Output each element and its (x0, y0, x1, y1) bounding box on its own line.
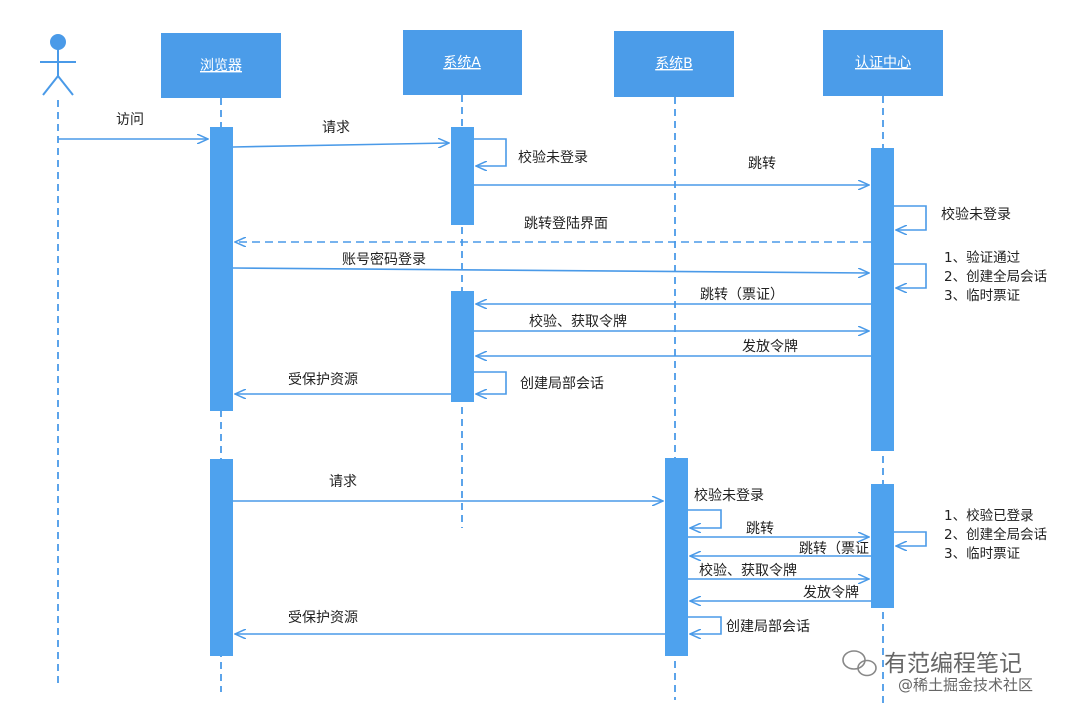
activation-auth-center-1 (871, 148, 894, 451)
arrow-self-check-b (688, 509, 722, 528)
label-protected-resource-2: 受保护资源 (288, 610, 358, 626)
label-redirect-ticket-1: 跳转（票证） (700, 287, 784, 303)
participant-system-a: 系统A (403, 30, 522, 95)
participant-browser-label: 浏览器 (200, 58, 242, 74)
label-verify-get-token-2: 校验、获取令牌 (699, 562, 797, 579)
label-redirect-1: 跳转 (748, 156, 776, 172)
participant-system-b-label: 系统B (655, 56, 693, 72)
label-protected-resource-1: 受保护资源 (288, 372, 358, 388)
wechat-icon (842, 650, 877, 677)
activation-system-b (665, 458, 688, 656)
watermark-title: 有范编程笔记 (884, 651, 1022, 677)
watermark-subtitle: @稀土掘金技术社区 (898, 676, 1033, 694)
activation-system-a-2 (451, 291, 474, 402)
activation-browser-2 (210, 459, 233, 656)
label-request-1: 请求 (322, 120, 350, 136)
participant-system-b: 系统B (614, 31, 734, 97)
arrow-self-create-session-a (474, 371, 507, 394)
arrow-self-verify-auth-2 (894, 531, 927, 546)
label-create-local-session-b: 创建局部会话 (726, 619, 810, 635)
activation-system-a-1 (451, 127, 474, 225)
arrow-self-verify-auth (894, 263, 927, 288)
note-auth-first-1: 1、验证通过 (944, 250, 1021, 266)
label-redirect-ticket-2: 跳转（票证 (799, 541, 869, 557)
arrow-self-check-a (474, 138, 507, 166)
actor-icon (40, 34, 76, 96)
activation-auth-center-2 (871, 484, 894, 608)
arrow-request-1 (232, 143, 449, 147)
note-auth-second-2: 2、创建全局会话 (944, 526, 1047, 543)
note-auth-first-2: 2、创建全局会话 (944, 268, 1047, 285)
label-visit: 访问 (116, 112, 144, 128)
label-redirect-2: 跳转 (746, 521, 774, 537)
label-check-not-logged-in-a: 校验未登录 (518, 149, 588, 166)
participant-auth-center-label: 认证中心 (855, 55, 911, 71)
arrow-self-check-auth (894, 205, 927, 230)
label-check-not-logged-in-b: 校验未登录 (694, 487, 764, 504)
label-check-not-logged-in-auth: 校验未登录 (941, 206, 1011, 223)
arrow-account-login (232, 267, 869, 273)
label-issue-token-2: 发放令牌 (803, 584, 859, 601)
note-auth-second-1: 1、校验已登录 (944, 507, 1034, 524)
label-redirect-login-page: 跳转登陆界面 (524, 216, 608, 232)
participant-auth-center: 认证中心 (823, 30, 943, 96)
label-create-local-session-a: 创建局部会话 (520, 376, 604, 392)
label-account-password-login: 账号密码登录 (342, 251, 426, 268)
label-issue-token-1: 发放令牌 (742, 338, 798, 355)
label-verify-get-token-1: 校验、获取令牌 (529, 313, 627, 330)
note-auth-first-3: 3、临时票证 (944, 288, 1020, 304)
participant-system-a-label: 系统A (443, 55, 481, 71)
watermark: 有范编程笔记 @稀土掘金技术社区 (842, 650, 1033, 694)
arrow-self-create-session-b (688, 616, 722, 634)
note-auth-second-3: 3、临时票证 (944, 546, 1020, 562)
activation-browser-1 (210, 127, 233, 411)
label-request-2: 请求 (329, 474, 357, 490)
participant-browser: 浏览器 (161, 33, 281, 98)
